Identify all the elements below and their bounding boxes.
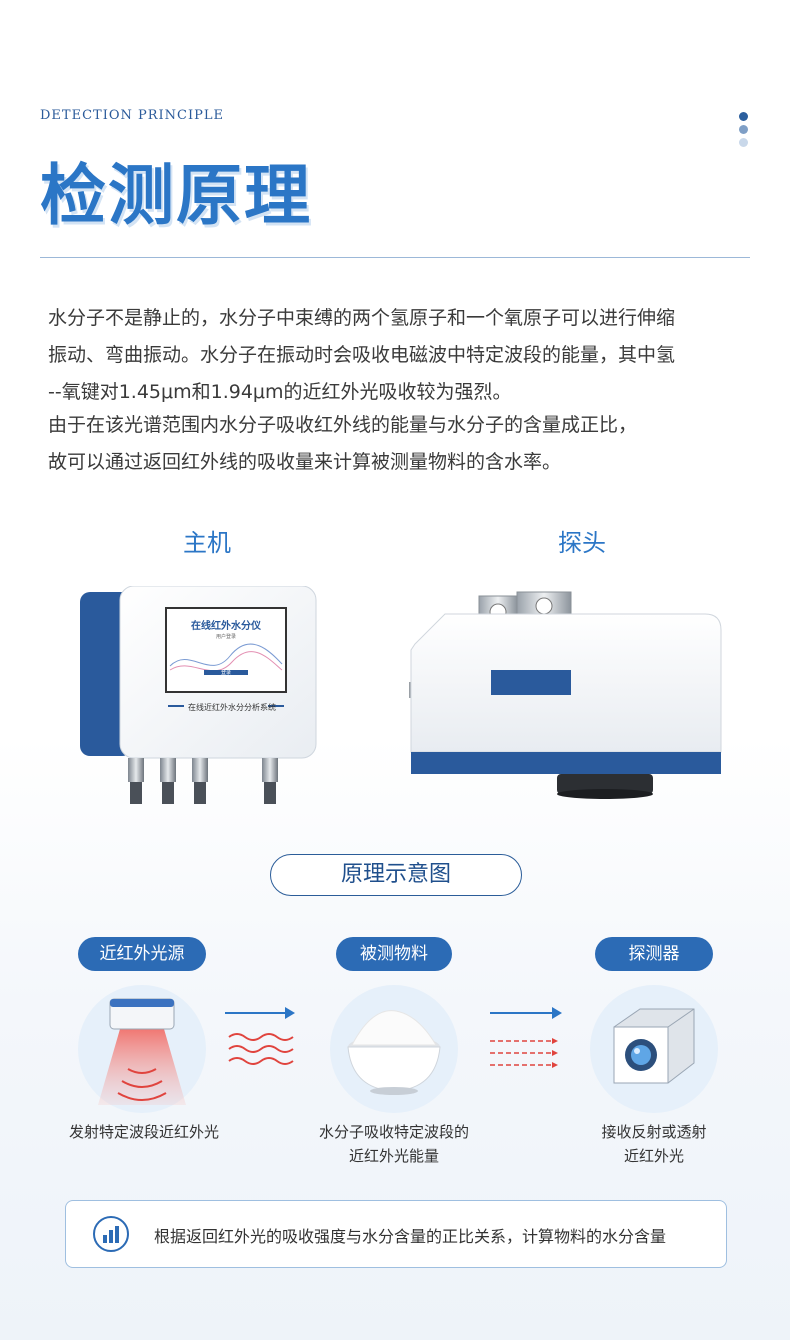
host-label: 主机 — [183, 529, 231, 557]
dot-indicator — [739, 112, 748, 121]
dashed-arrows — [488, 1003, 564, 1073]
infrared-waves-arrow — [223, 1003, 297, 1073]
diagram-title: 原理示意图 — [270, 854, 522, 896]
intro-line: --氧键对1.45μm和1.94μm的近红外光吸收较为强烈。 — [48, 381, 512, 403]
detector-circle — [590, 985, 718, 1113]
caption-line: 近红外光 — [623, 1147, 684, 1165]
device-caption: 在线近红外水分分析系统 — [188, 703, 276, 712]
step-caption-detector: 接收反射或透射 近红外光 — [580, 1120, 728, 1168]
intro-paragraph-1: 水分子不是静止的，水分子中束缚的两个氢原子和一个氧原子可以进行伸缩 振动、弯曲振… — [48, 300, 748, 411]
summary-box: 根据返回红外光的吸收强度与水分含量的正比关系，计算物料的水分含量 — [65, 1200, 727, 1268]
material-circle — [330, 985, 458, 1113]
divider — [40, 257, 750, 258]
intro-line: 振动、弯曲振动。水分子在振动时会吸收电磁波中特定波段的能量，其中氢 — [48, 344, 676, 366]
step-tag-light-source: 近红外光源 — [78, 937, 206, 971]
powder-bowl-icon — [347, 1010, 441, 1095]
step-tag-detector: 探测器 — [595, 937, 713, 971]
probe-label: 探头 — [558, 529, 606, 557]
intro-line: 由于在该光谱范围内水分子吸收红外线的能量与水分子的含量成正比， — [48, 414, 638, 436]
page-title: 检测原理 — [40, 156, 312, 234]
summary-text: 根据返回红外光的吸收强度与水分含量的正比关系，计算物料的水分含量 — [154, 1227, 667, 1246]
screen-title: 在线红外水分仪 — [191, 621, 261, 632]
caption-line: 水分子吸收特定波段的 — [318, 1123, 469, 1141]
screen-subtitle: 用户登录 — [215, 634, 236, 640]
dot-indicator — [739, 138, 748, 147]
caption-line: 近红外光能量 — [348, 1147, 439, 1165]
dot-indicator — [739, 125, 748, 134]
eyebrow-text: DETECTION PRINCIPLE — [40, 108, 224, 123]
intro-line: 故可以通过返回红外线的吸收量来计算被测量物料的含水率。 — [48, 451, 562, 473]
intro-paragraph-2: 由于在该光谱范围内水分子吸收红外线的能量与水分子的含量成正比， 故可以通过返回红… — [48, 407, 748, 481]
step-caption-material: 水分子吸收特定波段的 近红外光能量 — [308, 1120, 480, 1168]
detector-camera-icon — [613, 1008, 695, 1084]
step-tag-material: 被测物料 — [336, 937, 452, 971]
bar-chart-icon — [92, 1215, 130, 1253]
light-source-icon — [98, 998, 186, 1105]
caption-line: 发射特定波段近红外光 — [68, 1123, 219, 1141]
host-device-image — [80, 585, 320, 811]
screen-login-button: 登录 — [220, 670, 231, 676]
probe-device-image — [405, 590, 723, 802]
light-source-circle — [78, 985, 206, 1113]
page-indicator-dots — [739, 112, 749, 151]
step-caption-light-source: 发射特定波段近红外光 — [60, 1120, 228, 1144]
intro-line: 水分子不是静止的，水分子中束缚的两个氢原子和一个氧原子可以进行伸缩 — [48, 307, 676, 329]
caption-line: 接收反射或透射 — [601, 1123, 707, 1141]
